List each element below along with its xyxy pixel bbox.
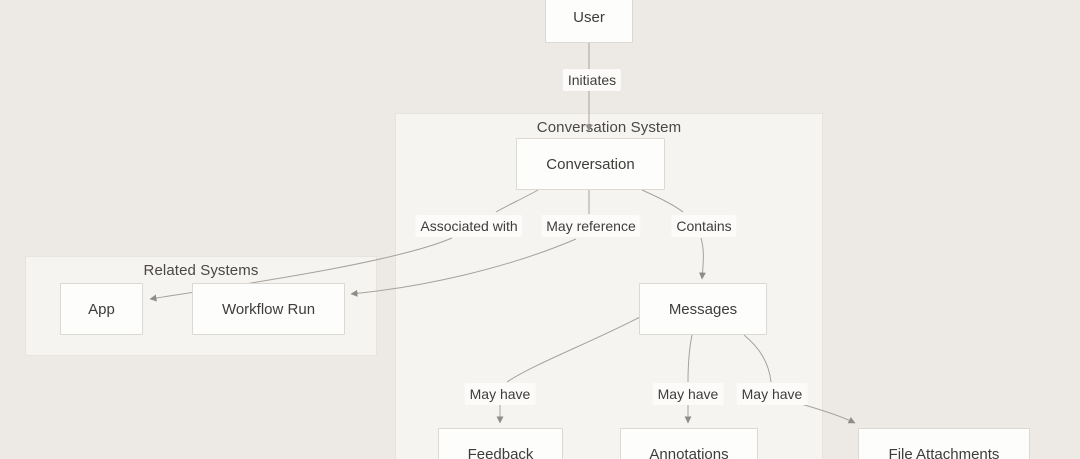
- edge-label-may-have-attachments: May have: [736, 383, 808, 405]
- node-file-attachments-label: File Attachments: [888, 445, 1000, 459]
- node-user: User: [545, 0, 633, 43]
- edge-label-associated-with: Associated with: [415, 215, 523, 237]
- node-app-label: App: [88, 300, 115, 318]
- group-title-related-systems: Related Systems: [143, 262, 259, 279]
- edge-label-may-reference: May reference: [541, 215, 641, 237]
- node-feedback-label: Feedback: [467, 445, 534, 459]
- edge-conversation-app-lower: [149, 237, 453, 302]
- edge-conversation-messages-upper: [641, 189, 684, 213]
- node-workflow-run: Workflow Run: [192, 283, 345, 335]
- edge-conversation-workflowrun-lower: [350, 238, 577, 297]
- edge-conversation-app-upper: [495, 189, 539, 213]
- node-file-attachments: File Attachments: [858, 428, 1030, 459]
- edge-messages-attachments-upper: [743, 334, 772, 383]
- node-conversation: Conversation: [516, 138, 665, 190]
- edge-messages-feedback-upper: [506, 316, 641, 383]
- node-annotations: Annotations: [620, 428, 758, 459]
- node-feedback: Feedback: [438, 428, 563, 459]
- group-title-conversation-system: Conversation System: [536, 119, 682, 136]
- node-messages: Messages: [639, 283, 767, 335]
- edge-messages-attachments-lower: [800, 403, 856, 424]
- node-user-label: User: [573, 8, 605, 26]
- node-messages-label: Messages: [668, 300, 738, 318]
- node-app: App: [60, 283, 143, 335]
- node-conversation-label: Conversation: [546, 155, 635, 173]
- edge-label-initiates: Initiates: [562, 69, 622, 91]
- edge-label-contains: Contains: [671, 215, 737, 237]
- node-annotations-label: Annotations: [649, 445, 729, 459]
- edge-messages-annotations-upper: [687, 334, 693, 383]
- edge-label-may-have-annotations: May have: [652, 383, 724, 405]
- edge-conversation-messages-lower: [698, 237, 706, 280]
- edge-label-may-have-feedback: May have: [464, 383, 536, 405]
- node-workflow-run-label: Workflow Run: [221, 300, 316, 318]
